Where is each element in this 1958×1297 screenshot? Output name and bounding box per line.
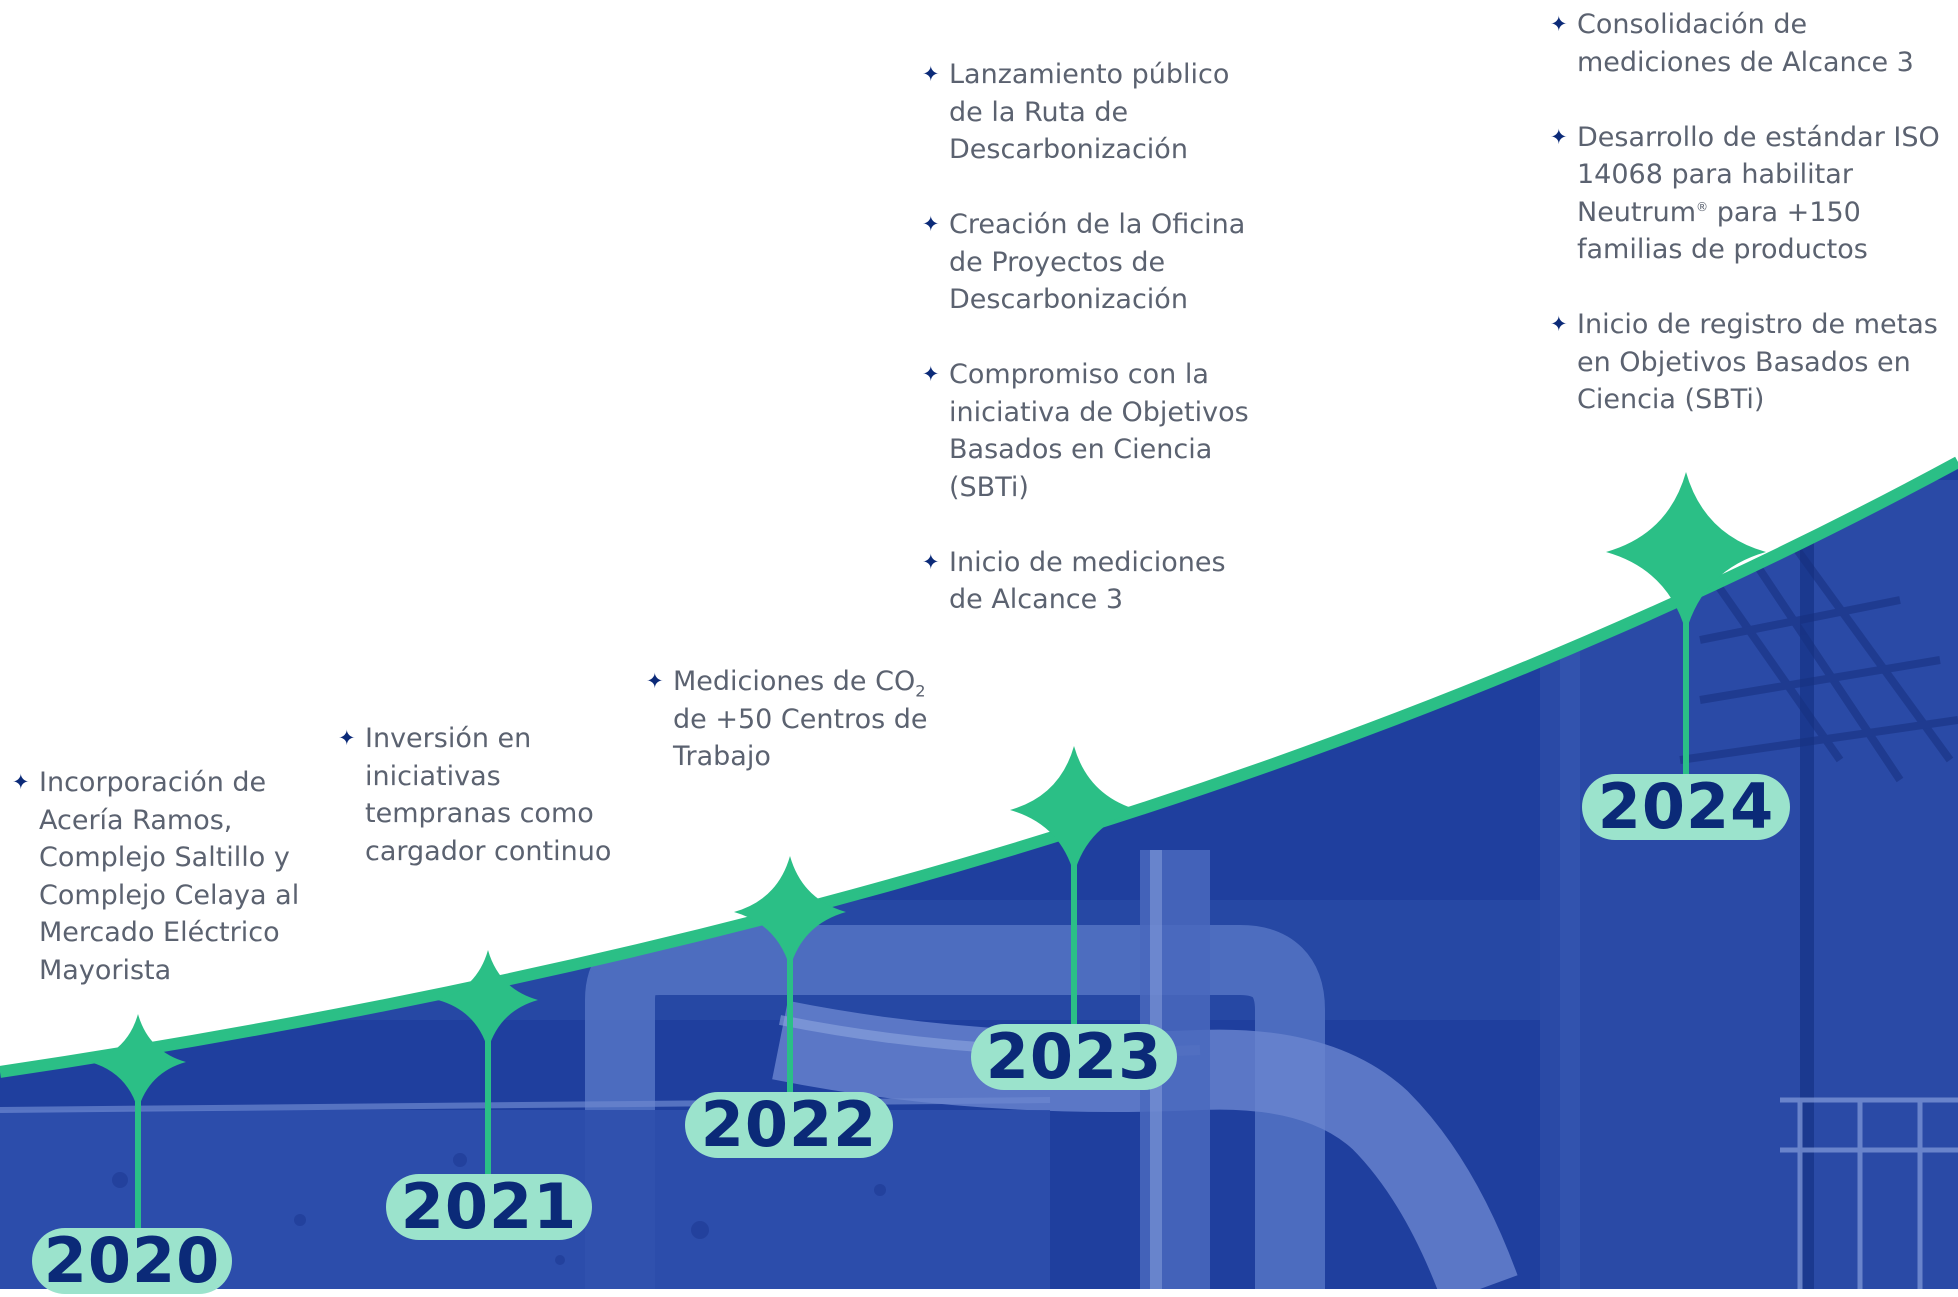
milestone-2023-item: ✦Inicio de mediciones de Alcance 3: [922, 544, 1262, 619]
four-point-star-icon: ✦: [922, 62, 940, 86]
four-point-star-icon: ✦: [922, 549, 940, 574]
milestone-2023-item: ✦Lanzamiento público de la Ruta de Desca…: [922, 56, 1262, 169]
milestone-star-icon-2020: [90, 1014, 186, 1110]
milestone-2021-item: ✦Inversión en iniciativas tempranas como…: [338, 720, 638, 870]
milestone-2022-item: ✦Mediciones de CO2 de +50 Centros de Tra…: [646, 663, 946, 776]
milestone-star-icon-2023: [1010, 746, 1138, 874]
milestone-2023-item: ✦Creación de la Oficina de Proyectos de …: [922, 206, 1262, 319]
milestone-2020-items: ✦Incorporación de Acería Ramos, Complejo…: [12, 764, 302, 989]
four-point-star-icon: ✦: [12, 770, 30, 794]
milestone-star-icon-2024: [1606, 472, 1766, 632]
milestone-2024-items: ✦Consolidación de mediciones de Alcance …: [1550, 6, 1950, 419]
milestone-2023-items: ✦Lanzamiento público de la Ruta de Desca…: [922, 56, 1262, 619]
year-badge-2020: 2020: [32, 1228, 232, 1294]
milestone-2022-items: ✦Mediciones de CO2 de +50 Centros de Tra…: [646, 663, 946, 776]
milestone-2024-item: ✦Desarrollo de estándar ISO 14068 para h…: [1550, 119, 1950, 269]
four-point-star-icon: ✦: [1550, 124, 1568, 149]
milestone-2024-item: ✦Consolidación de mediciones de Alcance …: [1550, 6, 1950, 81]
milestone-2020-item: ✦Incorporación de Acería Ramos, Complejo…: [12, 764, 302, 989]
four-point-star-icon: ✦: [338, 726, 356, 750]
milestone-markers: [90, 472, 1766, 1232]
milestone-2024-item: ✦Inicio de registro de metas en Objetivo…: [1550, 306, 1950, 419]
milestone-2023-item: ✦Compromiso con la iniciativa de Objetiv…: [922, 356, 1262, 506]
year-badge-2023: 2023: [971, 1024, 1177, 1090]
milestone-2021-items: ✦Inversión en iniciativas tempranas como…: [338, 720, 638, 870]
four-point-star-icon: ✦: [646, 669, 664, 693]
year-badge-2021: 2021: [386, 1174, 592, 1240]
four-point-star-icon: ✦: [922, 212, 940, 236]
milestone-star-icon-2022: [734, 856, 846, 968]
year-badge-2022: 2022: [685, 1092, 893, 1158]
year-badge-2024: 2024: [1582, 774, 1790, 840]
four-point-star-icon: ✦: [1550, 12, 1568, 36]
four-point-star-icon: ✦: [1550, 312, 1568, 336]
four-point-star-icon: ✦: [922, 362, 940, 386]
milestone-star-icon-2021: [438, 950, 538, 1050]
